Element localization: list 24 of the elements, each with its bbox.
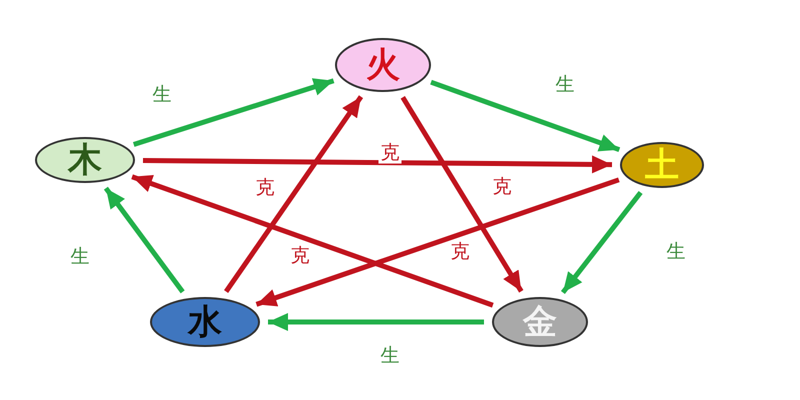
arrow bbox=[132, 78, 334, 147]
edge-label: 克 bbox=[288, 246, 312, 266]
arrow bbox=[400, 96, 524, 293]
arrow bbox=[268, 313, 484, 331]
edge-label: 克 bbox=[254, 178, 276, 198]
arrow bbox=[142, 155, 612, 174]
arrow bbox=[256, 177, 620, 307]
ellipse-node bbox=[35, 137, 135, 183]
ellipse-node bbox=[150, 297, 260, 347]
node-label: 金 bbox=[523, 305, 557, 339]
edge-label: 克 bbox=[490, 176, 514, 198]
ellipse-node bbox=[620, 142, 704, 188]
node-label: 水 bbox=[188, 305, 222, 339]
arrow bbox=[224, 95, 364, 293]
edge-label: 克 bbox=[448, 242, 472, 262]
node-label: 土 bbox=[645, 148, 679, 182]
node-label: 木 bbox=[68, 143, 102, 177]
ellipse-node bbox=[492, 297, 588, 347]
edge-label: 克 bbox=[378, 142, 402, 164]
arrow bbox=[104, 186, 185, 294]
arrow bbox=[430, 80, 620, 152]
arrow bbox=[131, 174, 494, 308]
node-label: 火 bbox=[366, 48, 400, 82]
arrow bbox=[560, 190, 643, 294]
